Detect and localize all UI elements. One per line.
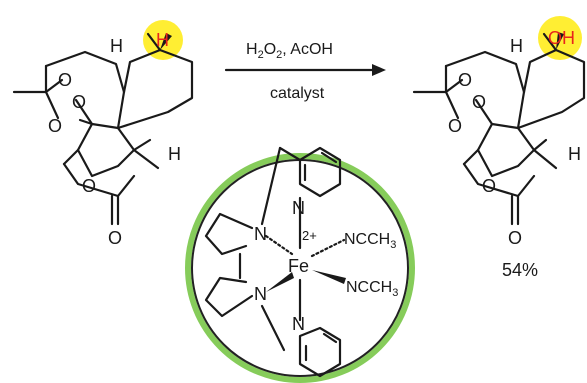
product-oxygen-4: O xyxy=(482,176,496,196)
catalyst-n-pyridine-bottom: N xyxy=(292,314,305,334)
target-hydrogen-highlight xyxy=(143,20,183,60)
catalyst-ligand-top: NCCH3 xyxy=(344,231,396,251)
yield-label: 54% xyxy=(502,260,538,280)
product-oxygen-2: O xyxy=(472,92,486,112)
catalyst-metal: Fe xyxy=(288,256,309,276)
reagents-label: H2O2, AcOH xyxy=(246,41,333,61)
reactant-target-h: H xyxy=(156,30,169,50)
condition-label: catalyst xyxy=(270,85,325,102)
reactant-ring-h-top: H xyxy=(110,36,123,56)
product-structure xyxy=(412,16,586,226)
catalyst-n-amine-top: N xyxy=(254,224,267,244)
reactant-oxygen-3: O xyxy=(48,116,62,136)
product-ring-h-top: H xyxy=(510,36,523,56)
catalyst-ligand-bottom: NCCH3 xyxy=(346,279,398,299)
catalyst-circle-outer xyxy=(185,153,415,383)
catalyst-n-amine-bottom: N xyxy=(254,284,267,304)
reactant-oxygen-4: O xyxy=(82,176,96,196)
product-oxygen-1: O xyxy=(458,70,472,90)
reactant-oxygen-1: O xyxy=(58,70,72,90)
reactant-structure xyxy=(12,20,194,226)
product-oxygen-3: O xyxy=(448,116,462,136)
reactant-ring-h-right: H xyxy=(168,144,181,164)
product-hydroxyl: OH xyxy=(548,28,575,48)
reactant-oxygen-2: O xyxy=(72,92,86,112)
reactant-oxygen-5: O xyxy=(108,228,122,248)
catalyst-structure xyxy=(204,146,346,378)
reaction-arrow xyxy=(224,64,386,76)
catalyst-charge: 2+ xyxy=(302,228,317,243)
product-oxygen-5: O xyxy=(508,228,522,248)
product-ring-h-right: H xyxy=(568,144,581,164)
catalyst-n-pyridine-top: N xyxy=(292,198,305,218)
